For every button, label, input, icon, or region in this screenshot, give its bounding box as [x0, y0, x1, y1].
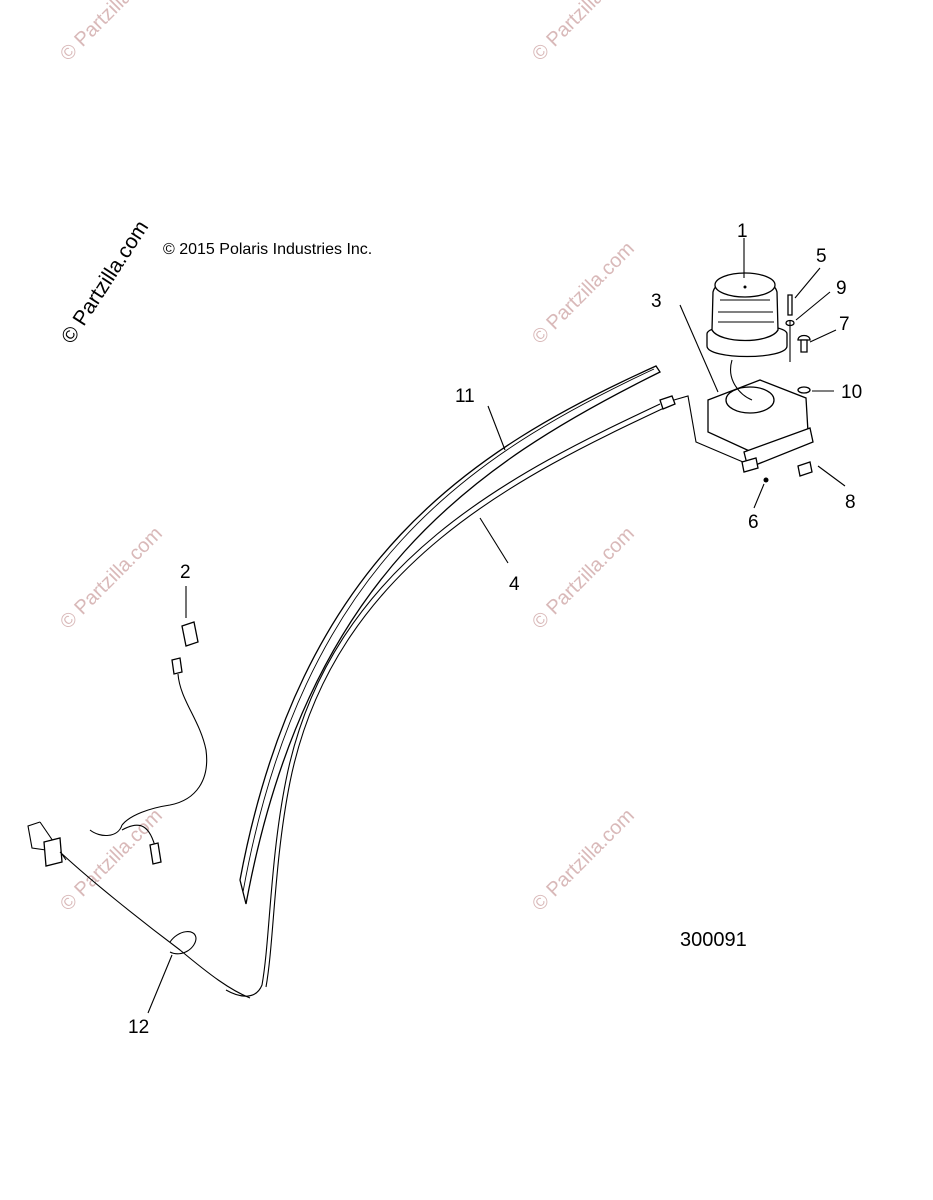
callout-4: 4 [509, 574, 520, 595]
part-4-wire [225, 395, 744, 997]
part-1-beacon [706, 272, 788, 358]
watermark: © Partzilla.com [56, 0, 167, 66]
part-3-bracket [679, 304, 814, 469]
watermark-main: © Partzilla.com [57, 217, 153, 348]
watermark: © Partzilla.com [528, 0, 639, 66]
part-11-strip [239, 365, 661, 905]
callout-1: 1 [737, 221, 748, 242]
callout-11: 11 [455, 386, 475, 407]
watermark: © Partzilla.com [528, 523, 639, 634]
watermark: © Partzilla.com [528, 805, 639, 916]
part-2-switch [27, 621, 251, 999]
callout-3: 3 [651, 291, 662, 312]
callout-2: 2 [180, 562, 191, 583]
copyright-text: © 2015 Polaris Industries Inc. [163, 241, 372, 258]
callout-5: 5 [816, 246, 827, 267]
fasteners [741, 294, 813, 483]
drawing-number: 300091 [680, 929, 747, 951]
watermark: © Partzilla.com [56, 805, 167, 916]
watermark: © Partzilla.com [528, 238, 639, 349]
callout-9: 9 [836, 278, 847, 299]
callout-7: 7 [839, 314, 850, 335]
callout-12: 12 [128, 1017, 149, 1038]
callout-8: 8 [845, 492, 856, 513]
callout-10: 10 [841, 382, 862, 403]
callout-6: 6 [748, 512, 759, 533]
leader-lines [147, 238, 846, 1014]
watermark: © Partzilla.com [56, 523, 167, 634]
callout-group: 1 2 3 4 5 6 7 8 9 10 11 12 [128, 221, 862, 1038]
